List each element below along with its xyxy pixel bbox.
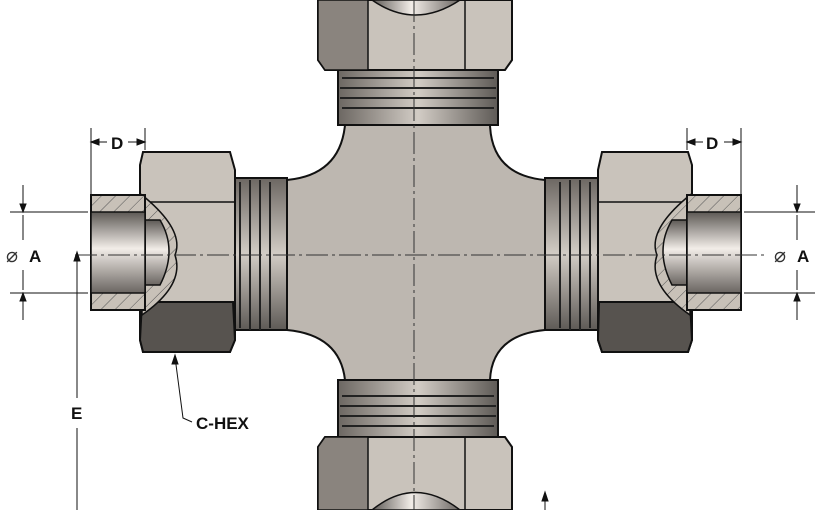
diameter-symbol-right: ⌀ xyxy=(774,243,786,267)
label-c-hex: C-HEX xyxy=(196,414,250,433)
dimension-a-right xyxy=(744,185,815,320)
label-e: E xyxy=(71,404,82,423)
diameter-symbol-left: ⌀ xyxy=(6,243,18,267)
label-a-right: A xyxy=(797,247,809,266)
label-d-left: D xyxy=(111,134,123,153)
thread-top xyxy=(337,67,499,126)
hex-nut-top xyxy=(317,0,513,71)
dimension-d-right xyxy=(685,128,743,195)
thread-right xyxy=(544,177,601,331)
tube-right xyxy=(686,194,742,311)
leader-c-hex xyxy=(171,353,193,423)
label-d-right: D xyxy=(706,134,718,153)
dimension-d-left xyxy=(89,128,147,195)
thread-left xyxy=(231,177,288,331)
cross-body xyxy=(286,124,546,381)
thread-bottom xyxy=(337,379,499,438)
tube-left xyxy=(90,194,146,311)
dimension-e xyxy=(73,250,549,510)
hex-nut-right xyxy=(596,151,694,353)
hex-nut-bottom xyxy=(317,436,513,510)
dimension-a-left xyxy=(10,185,88,320)
label-a-left: A xyxy=(29,247,41,266)
hex-nut-left xyxy=(138,151,237,353)
